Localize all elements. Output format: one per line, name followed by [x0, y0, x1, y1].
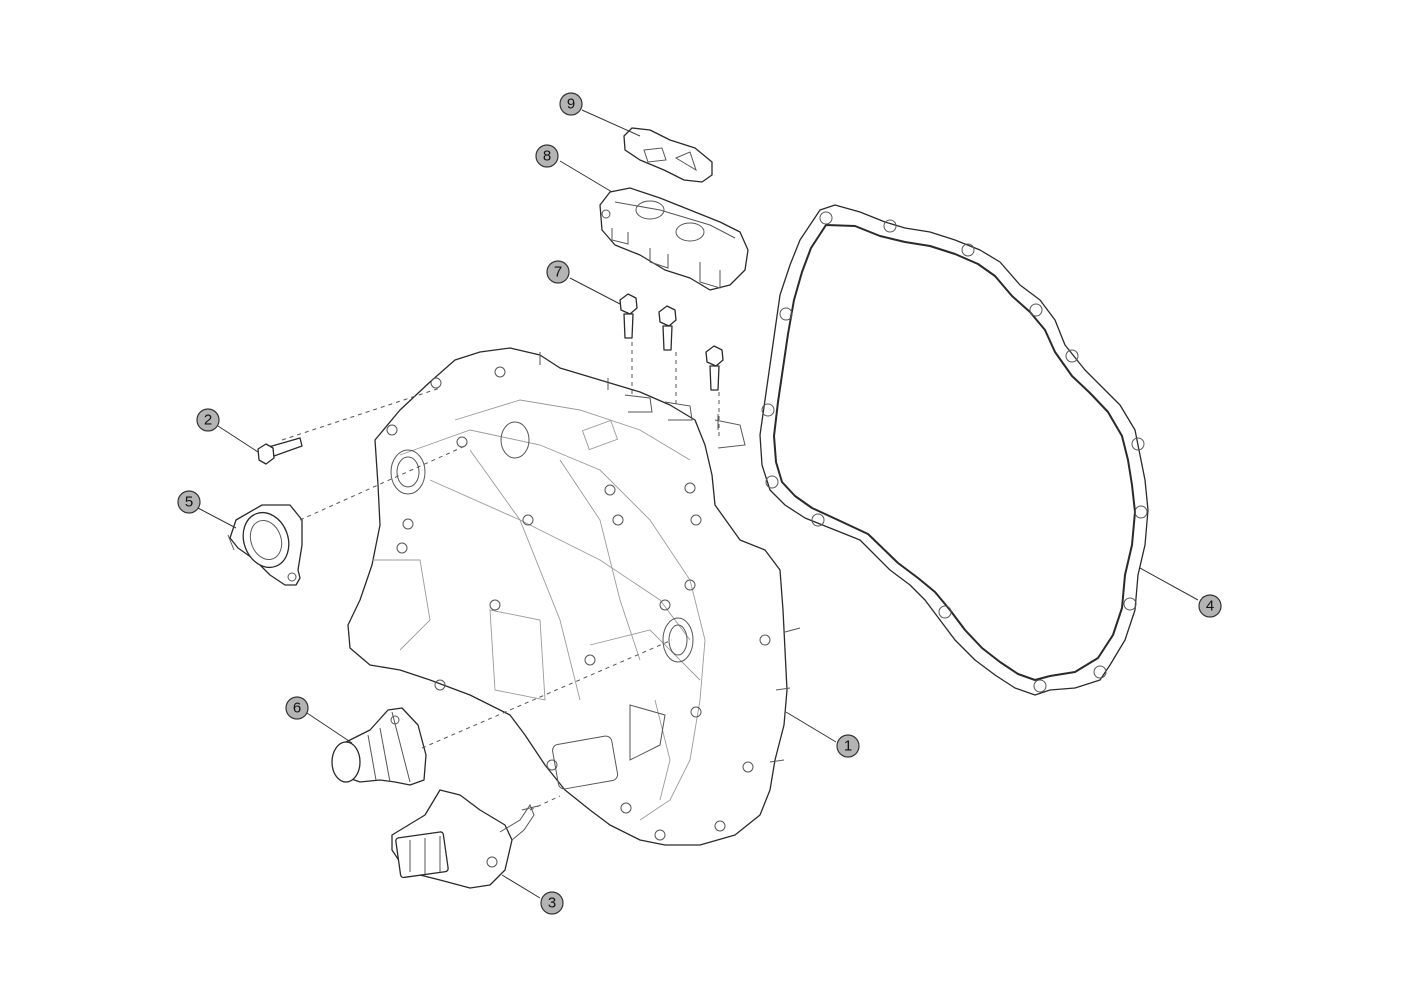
callout-label: 9 [567, 96, 575, 113]
bolt-part-7-a[interactable] [619, 293, 638, 339]
bolt-part-7-c[interactable] [705, 345, 724, 391]
leader-lines [197, 109, 1199, 899]
assembly-guide-lines [281, 342, 720, 811]
callout-7[interactable]: 7 [546, 260, 570, 284]
callout-label: 8 [543, 148, 551, 165]
callout-label: 7 [554, 264, 562, 281]
callout-2[interactable]: 2 [196, 408, 220, 432]
callout-label: 1 [844, 738, 852, 755]
callout-5[interactable]: 5 [177, 490, 201, 514]
callout-6[interactable]: 6 [285, 696, 309, 720]
callout-1[interactable]: 1 [836, 734, 860, 758]
callout-3[interactable]: 3 [540, 891, 564, 915]
callout-label: 2 [204, 412, 212, 429]
cap-part-8[interactable] [599, 187, 749, 291]
gasket-part-4[interactable] [759, 204, 1149, 696]
connector-part-6[interactable] [331, 707, 427, 786]
callout-9[interactable]: 9 [559, 92, 583, 116]
callout-label: 5 [185, 494, 193, 511]
callout-label: 4 [1206, 598, 1214, 615]
callout-4[interactable]: 4 [1198, 594, 1222, 618]
housing-part-1[interactable] [347, 347, 801, 846]
callout-8[interactable]: 8 [535, 144, 559, 168]
fitting-part-5[interactable] [227, 504, 303, 586]
sensor-part-3[interactable] [391, 789, 539, 889]
label-part-9[interactable] [623, 127, 713, 183]
callout-label: 6 [293, 700, 301, 717]
callout-label: 3 [548, 895, 556, 912]
bolt-part-7-b[interactable] [658, 305, 677, 351]
bolt-part-2[interactable] [257, 437, 303, 465]
